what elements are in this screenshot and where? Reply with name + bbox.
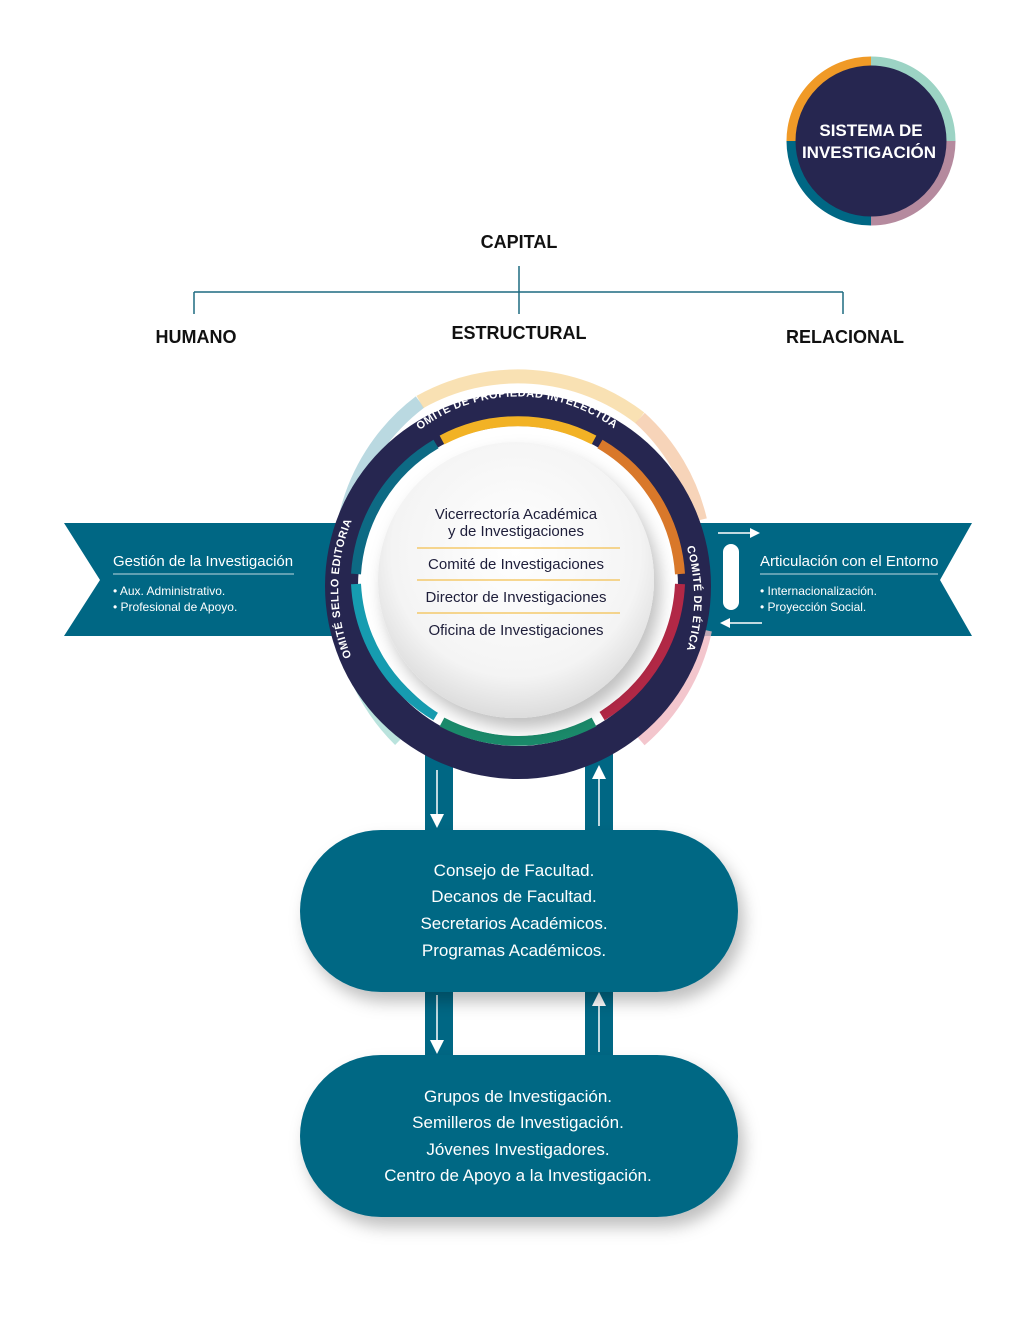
exchange-capsule [723,544,739,610]
right-banner: Articulación con el Entorno • Internacio… [660,523,972,636]
faculty-box: Consejo de Facultad. Decanos de Facultad… [300,830,738,992]
faculty-item: Decanos de Facultad. [431,887,596,906]
capital-title: CAPITAL [481,232,558,252]
faculty-item: Programas Académicos. [422,941,606,960]
arrow-down-icon [430,814,444,828]
arc-aqua [351,583,439,721]
left-banner-item: • Profesional de Apoyo. [113,600,237,614]
center-item: Oficina de Investigaciones [428,622,603,639]
system-badge: SISTEMA DE INVESTIGACIÓN [786,56,956,226]
research-item: Semilleros de Investigación. [412,1113,624,1132]
arrow-down-icon [430,1040,444,1054]
right-banner-item: • Internacionalización. [760,584,877,598]
branch-relacional: RELACIONAL [786,327,904,347]
research-item: Jóvenes Investigadores. [426,1140,609,1159]
left-banner-item: • Aux. Administrativo. [113,584,225,598]
research-box: Grupos de Investigación. Semilleros de I… [300,1055,738,1217]
arrow-up-icon [592,765,606,779]
capital-tree: CAPITAL HUMANO ESTRUCTURAL RELACIONAL [156,232,905,347]
arc-green [439,717,597,746]
research-item: Centro de Apoyo a la Investigación. [384,1166,651,1185]
right-banner-title: Articulación con el Entorno [760,553,938,570]
center-item: Comité de Investigaciones [428,556,604,573]
structure-circle: COMITÉ DE PROPIEDAD INTELECTUAL. COMITÉ … [0,0,712,779]
left-banner: Gestión de la Investigación • Aux. Admin… [64,523,380,636]
right-banner-item: • Proyección Social. [760,600,866,614]
ring-label-top: COMITÉ DE PROPIEDAD INTELECTUAL. [0,0,620,433]
arc-orange [597,439,685,575]
center-item: Director de Investigaciones [426,589,607,606]
arrow-right-icon [750,528,760,538]
arrow-up-icon [592,992,606,1006]
faculty-item: Secretarios Académicos. [420,914,607,933]
left-banner-title: Gestión de la Investigación [113,553,293,570]
badge-line-1: SISTEMA DE [819,121,922,140]
branch-humano: HUMANO [156,327,237,347]
faculty-item: Consejo de Facultad. [434,861,595,880]
arc-crimson [599,583,685,721]
research-item: Grupos de Investigación. [424,1087,612,1106]
connector-bar [425,985,453,1065]
center-line-2: y de Investigaciones [448,523,584,540]
arc-gold [439,416,597,445]
arc-teal [351,439,439,575]
center-line-1: Vicerrectoría Académica [435,506,598,523]
arrow-left-icon [720,618,730,628]
badge-line-2: INVESTIGACIÓN [802,143,936,162]
branch-estructural: ESTRUCTURAL [452,323,587,343]
